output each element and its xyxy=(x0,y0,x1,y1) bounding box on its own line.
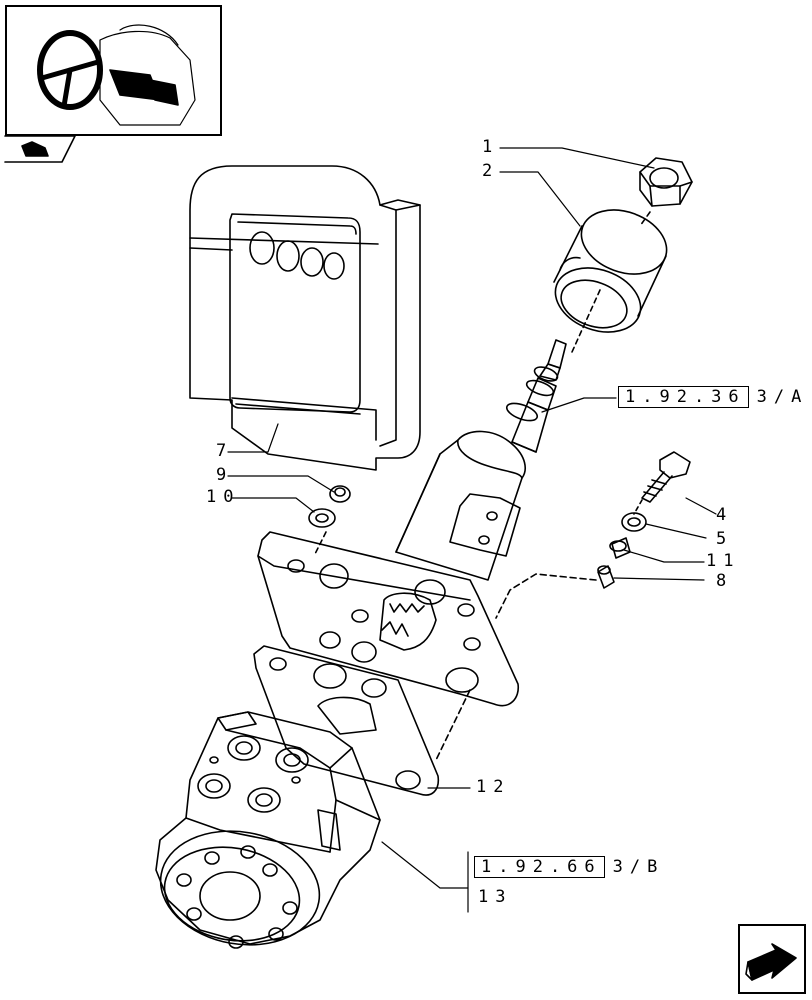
callout-11: 11 xyxy=(706,551,741,571)
reference-suffix: 3/B xyxy=(612,857,665,877)
callout-7: 7 xyxy=(216,441,234,461)
callout-5: 5 xyxy=(716,529,734,549)
callout-9: 9 xyxy=(216,465,234,485)
next-page-button[interactable] xyxy=(738,924,806,994)
next-page-arrow-icon xyxy=(745,943,797,981)
gasket xyxy=(253,645,471,796)
reference-link-b[interactable]: 1.92.66 3/B xyxy=(474,856,664,878)
bolt-assembly xyxy=(495,451,691,619)
thumbnail-frame xyxy=(5,5,222,136)
column-housing xyxy=(395,430,526,581)
sleeve xyxy=(553,209,668,353)
callout-8: 8 xyxy=(716,571,734,591)
nut xyxy=(639,157,693,227)
small-nut-washer xyxy=(308,485,351,557)
callout-1: 1 xyxy=(482,137,500,157)
reference-code: 1.92.36 xyxy=(618,386,749,408)
leader-lines xyxy=(227,147,717,913)
reference-link-a[interactable]: 1.92.36 3/A xyxy=(618,386,808,408)
flange-plate xyxy=(257,531,519,707)
cover-boot xyxy=(189,165,421,471)
steering-unit xyxy=(155,711,381,949)
callout-10: 10 xyxy=(206,487,241,507)
reference-code: 1.92.66 xyxy=(474,856,605,878)
callout-13: 13 xyxy=(478,887,513,907)
section-tab[interactable] xyxy=(5,136,75,162)
steering-shaft xyxy=(505,339,567,453)
reference-suffix: 3/A xyxy=(756,387,809,407)
callout-4: 4 xyxy=(716,505,734,525)
callout-2: 2 xyxy=(482,161,500,181)
tractor-section-icon xyxy=(4,135,76,163)
steering-wheel-thumbnail-icon xyxy=(37,24,196,126)
callout-12: 12 xyxy=(476,777,511,797)
